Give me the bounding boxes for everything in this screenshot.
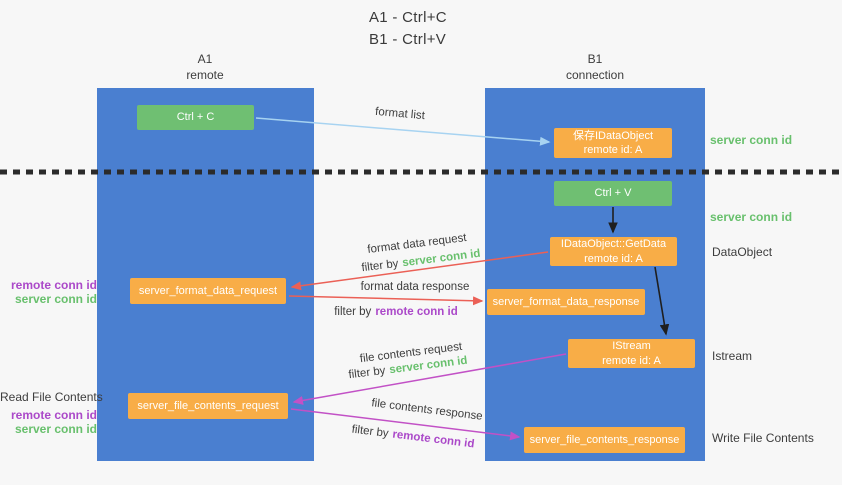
label-format-list: format list: [375, 106, 426, 122]
lane-header-b1: B1 connection: [549, 52, 641, 83]
node-server-file-contents-response: server_file_contents_response: [524, 427, 685, 453]
node-server-format-data-response: server_format_data_response: [487, 289, 645, 315]
annotation-istream: Istream: [712, 349, 753, 363]
node-ctrl-c: Ctrl + C: [137, 105, 254, 130]
label-text: remote conn id: [375, 306, 458, 318]
node-text: Ctrl + C: [176, 111, 215, 124]
annotation-write-file-contents: Write File Contents: [712, 431, 814, 445]
node-text: IDataObject::GetData: [560, 238, 667, 251]
annotation-remote-conn-id-top-left: remote conn id: [10, 278, 97, 292]
annotation-dataobject: DataObject: [712, 245, 773, 259]
lane-header-a1: A1 remote: [159, 52, 251, 83]
annotation-remote-conn-id-bottom-left: remote conn id: [10, 408, 97, 422]
title-line-b1: B1 - Ctrl+V: [369, 30, 447, 48]
node-save-idataobject: 保存IDataObject remote id: A: [554, 128, 672, 158]
label-text: filter by: [360, 257, 400, 275]
label-text: server conn id: [401, 247, 482, 270]
node-text: remote id: A: [583, 144, 643, 156]
node-text: server_file_contents_response: [529, 433, 680, 446]
annotation-server-conn-id-bottom-left: server conn id: [14, 422, 97, 436]
label-text: filter by: [347, 364, 387, 382]
node-text: Ctrl + V: [594, 187, 632, 200]
lane-b1-subtitle: connection: [565, 67, 625, 82]
annotation-server-conn-id-mid-right: server conn id: [710, 210, 793, 224]
lane-a1-title: A1: [197, 52, 213, 66]
title-line-a1: A1 - Ctrl+C: [369, 9, 447, 26]
node-text: remote id: A: [602, 354, 661, 367]
lane-b1-title: B1: [587, 52, 603, 66]
annotation-server-conn-id-top-left: server conn id: [14, 292, 97, 306]
arrow-format-request-to-response: [288, 295, 484, 306]
label-text: file contents response: [370, 397, 484, 423]
label-text: format list: [374, 105, 426, 123]
node-text: 保存IDataObject: [572, 129, 654, 142]
node-text: server_format_data_request: [138, 284, 278, 297]
annotation-server-conn-id-top-right: server conn id: [710, 133, 793, 147]
label-text: filter by: [334, 306, 372, 318]
node-idataobject-getdata: IDataObject::GetData remote id: A: [550, 237, 677, 266]
node-server-file-contents-request: server_file_contents_request: [128, 393, 288, 419]
node-text: remote id: A: [584, 252, 643, 265]
node-ctrl-v: Ctrl + V: [554, 181, 672, 206]
label-text: remote conn id: [391, 428, 476, 451]
diagram-title: A1 - Ctrl+C B1 - Ctrl+V: [369, 7, 447, 51]
node-server-format-data-request: server_format_data_request: [130, 278, 286, 304]
node-text: IStream: [612, 340, 651, 353]
node-text: server_file_contents_request: [137, 399, 279, 412]
label-format-data-response: format data response: [361, 281, 470, 293]
label-text: filter by: [350, 423, 390, 440]
label-file-contents-response: file contents response: [371, 397, 484, 423]
node-text: server_format_data_response: [492, 295, 640, 308]
lane-a1-subtitle: remote: [186, 67, 224, 82]
label-text: format data response: [360, 281, 470, 293]
annotation-read-file-contents: Read File Contents: [0, 390, 103, 404]
node-istream: IStream remote id: A: [568, 339, 695, 368]
